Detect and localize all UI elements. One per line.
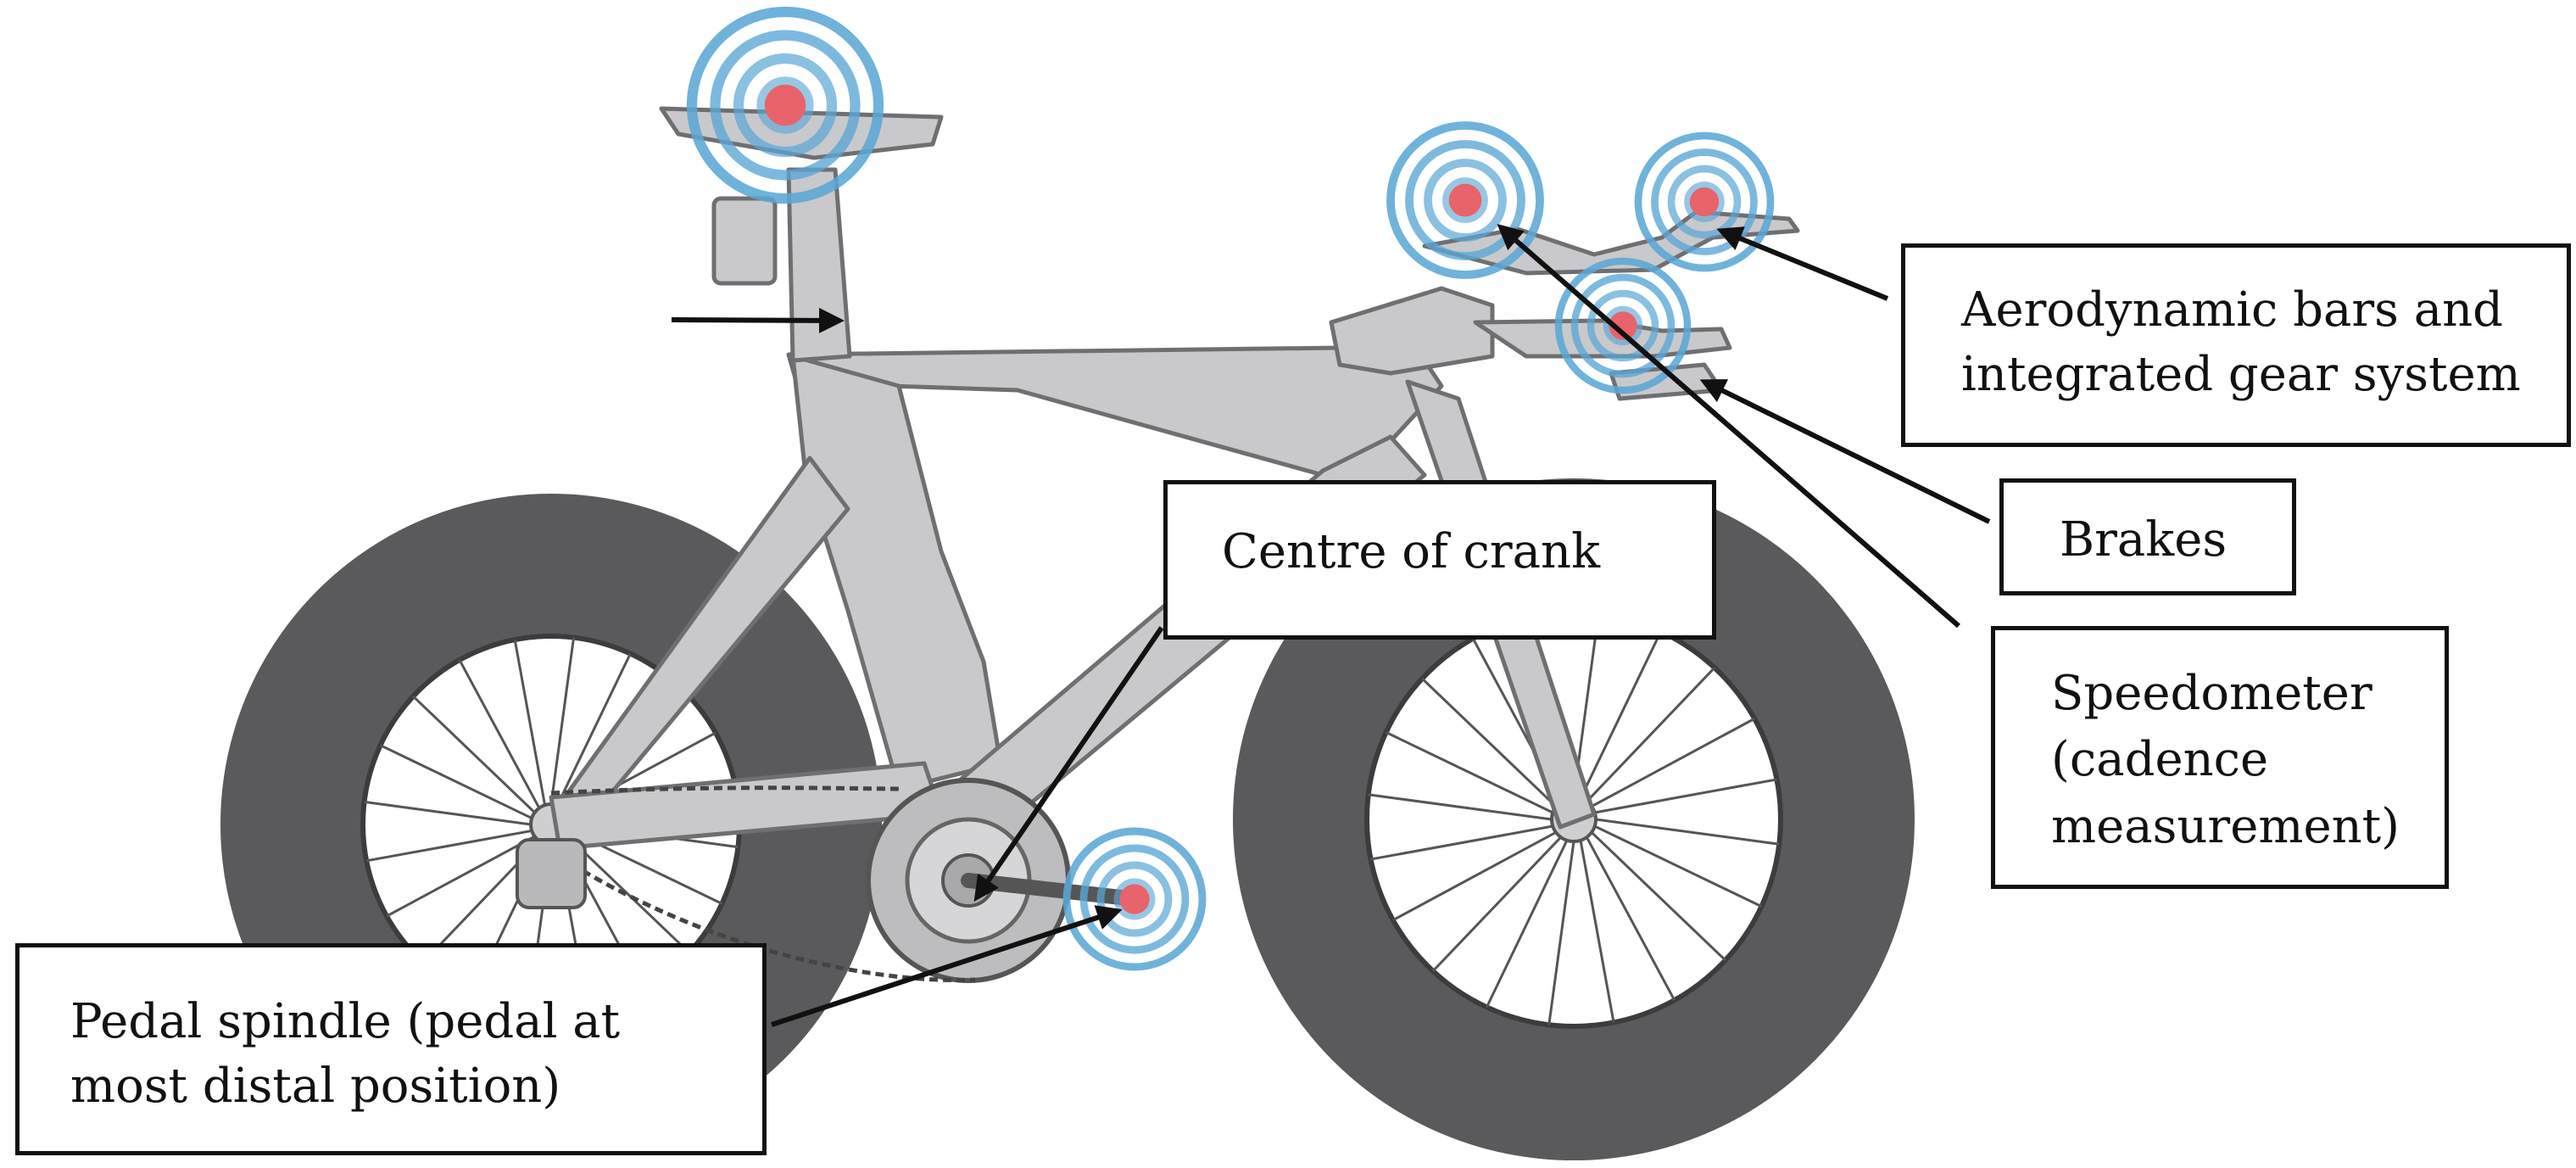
pedal-label-line-1: Pedal spindle (pedal at	[70, 994, 621, 1049]
crank-label: Centre of crank	[1222, 524, 1601, 579]
aero-label-line-1: Aerodynamic bars and	[1961, 282, 2504, 338]
chain-bottom	[558, 854, 976, 982]
seat-post-arrow	[671, 307, 845, 333]
arrows	[671, 224, 1991, 1027]
brakes-label-box: Brakes	[1999, 478, 2296, 595]
speedometer-label-box: Speedometer (cadence measurement)	[1991, 626, 2449, 889]
saddle-bag	[711, 196, 778, 286]
spoke	[1579, 840, 1615, 1023]
speedometer-label-line-1: Speedometer	[2051, 666, 2372, 721]
crankset	[550, 778, 1144, 983]
spoke	[1585, 836, 1676, 1001]
spoke	[1579, 630, 1662, 799]
spoke	[1590, 831, 1726, 962]
speedometer-target	[1386, 121, 1544, 279]
spoke	[1595, 818, 1780, 846]
spoke	[1594, 778, 1777, 814]
spoke	[1392, 830, 1557, 922]
chain-top	[550, 785, 900, 796]
pedal-label-box: Pedal spindle (pedal at most distal posi…	[15, 943, 767, 1155]
spoke	[458, 659, 541, 809]
spoke	[1594, 824, 1763, 908]
brakes-target	[1554, 257, 1692, 394]
spoke	[1421, 677, 1558, 808]
crank-label-box: Centre of crank	[1163, 480, 1716, 640]
spoke	[1547, 841, 1575, 1025]
spoke	[1370, 824, 1553, 861]
speedometer-label-line-2: (cadence	[2051, 732, 2269, 788]
spoke	[513, 639, 547, 806]
spoke	[1486, 840, 1569, 1009]
saddle-target	[686, 6, 884, 204]
spoke	[549, 637, 576, 805]
spoke	[365, 829, 532, 863]
crank-arrow	[973, 626, 1164, 902]
speedometer-label-line-3: measurement)	[2051, 798, 2400, 854]
aero-arrow	[1716, 226, 1889, 301]
brakes-arrow	[1699, 379, 1991, 524]
spoke	[386, 835, 536, 918]
spoke	[379, 744, 532, 819]
target-center	[1609, 311, 1637, 340]
spoke	[566, 835, 690, 954]
speedometer-arrow	[1497, 224, 1960, 629]
stem	[1329, 286, 1495, 376]
aero-bars-target	[1634, 131, 1775, 272]
spoke	[556, 652, 632, 806]
target-center	[1689, 187, 1720, 217]
aero-bars-label-box: Aerodynamic bars and integrated gear sys…	[1901, 243, 2571, 447]
target-center	[1119, 884, 1150, 914]
spoke	[1431, 835, 1562, 972]
spoke	[1586, 667, 1716, 803]
brakes-label: Brakes	[2060, 512, 2228, 567]
spoke	[412, 695, 536, 813]
target-center	[1448, 183, 1482, 217]
pedal-arrow	[771, 905, 1123, 1027]
spoke	[1368, 793, 1553, 821]
spoke	[364, 800, 532, 826]
spoke	[1385, 731, 1553, 814]
sensor-targets	[686, 6, 1775, 971]
target-center	[764, 84, 806, 126]
aero-label-line-2: integrated gear system	[1961, 346, 2521, 402]
rear-derailleur	[516, 838, 587, 909]
pedal-target	[1062, 827, 1207, 971]
spoke	[1591, 717, 1755, 808]
pedal-label-line-2: most distal position)	[70, 1058, 561, 1114]
